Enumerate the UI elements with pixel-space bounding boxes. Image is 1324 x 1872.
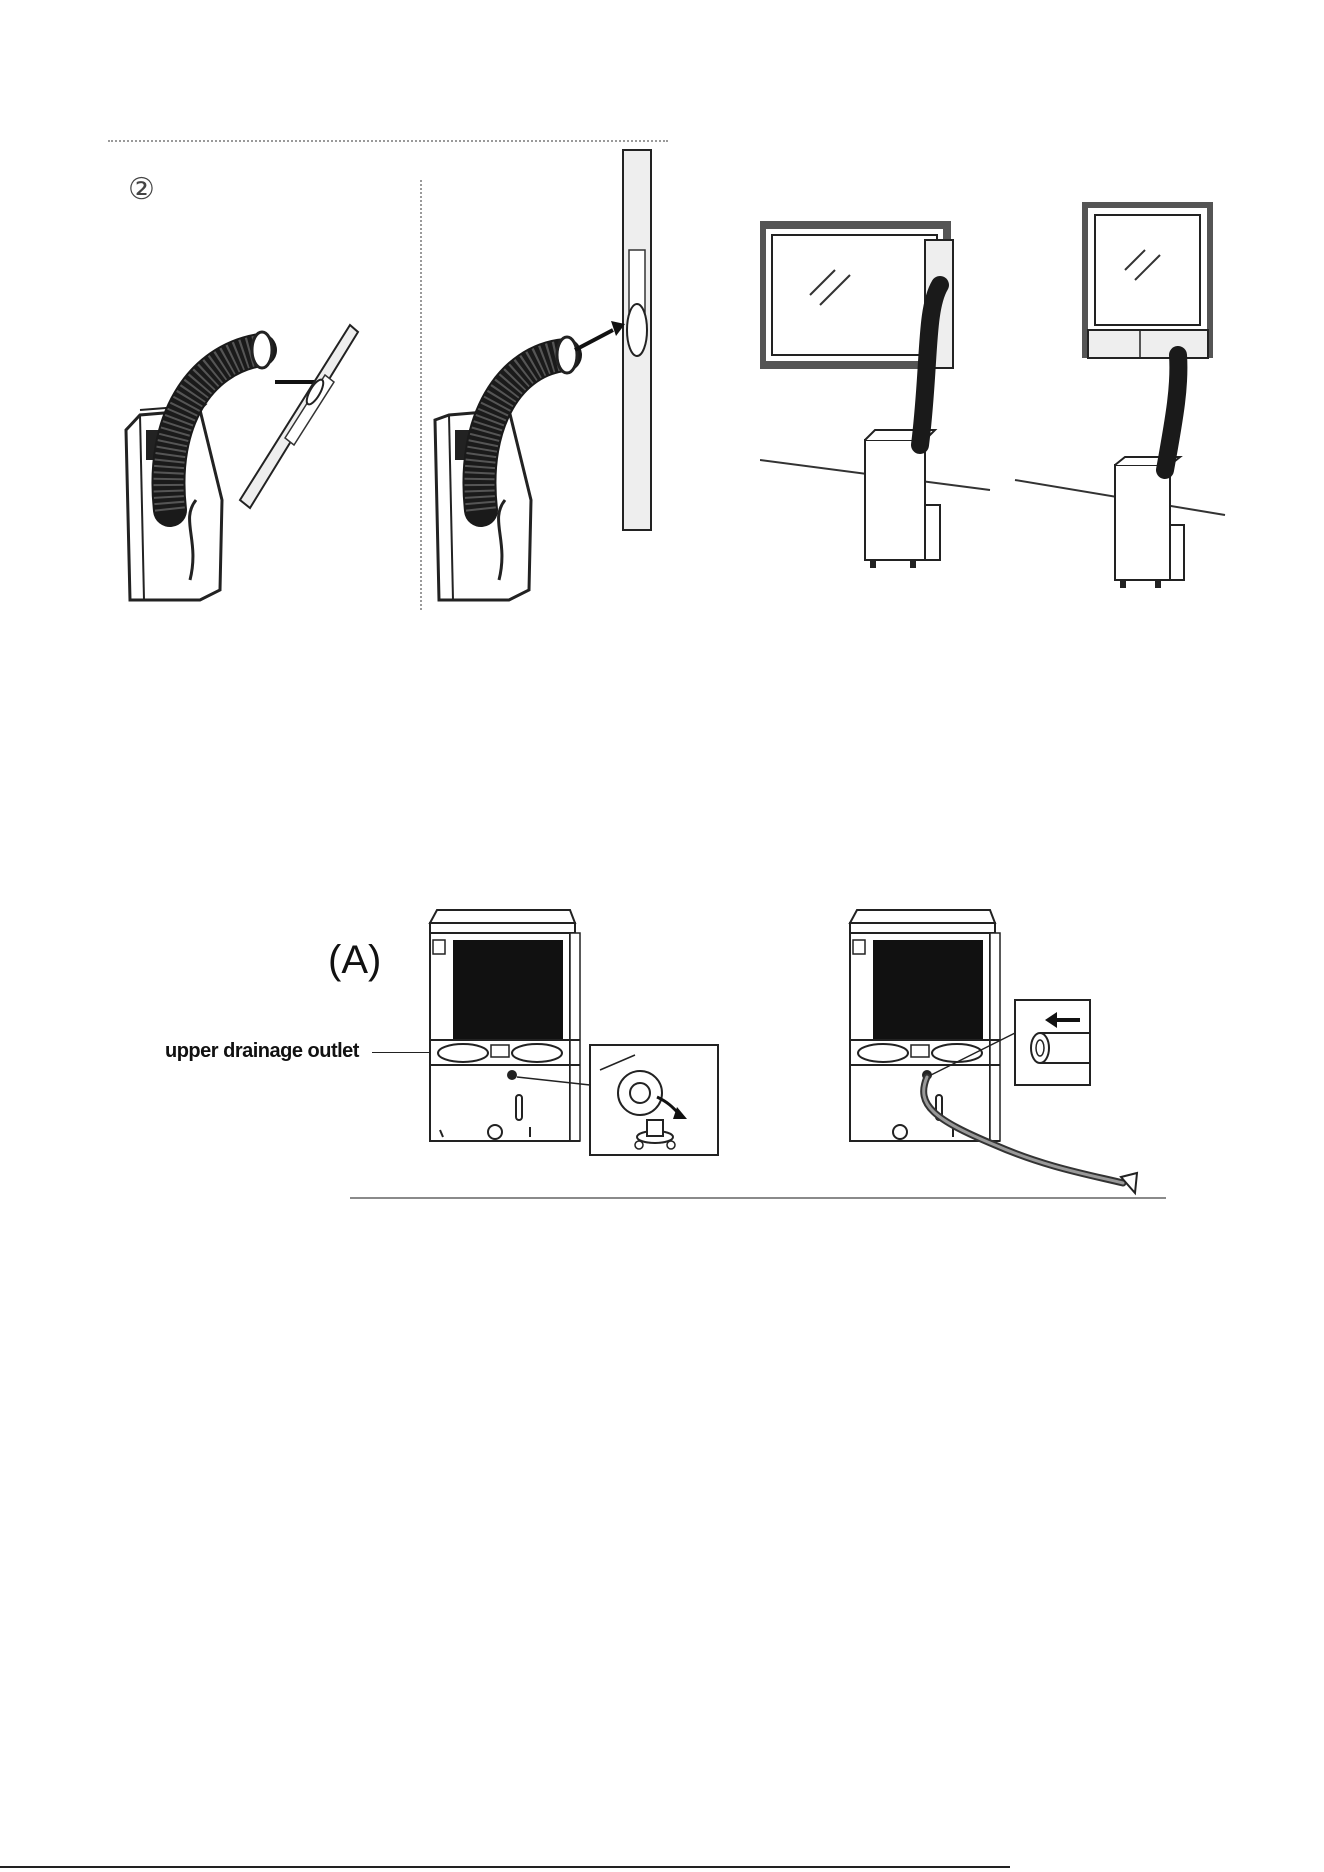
illustration-horizontal-window <box>760 215 1000 575</box>
figure-label-a: (A) <box>328 938 381 983</box>
illustration-hose-to-horizontal-panel <box>110 300 370 610</box>
step-marker: ② <box>128 172 155 207</box>
horizontal-rule-bottom <box>350 1197 1166 1199</box>
dotted-separator-vertical <box>420 180 422 610</box>
page-footer-rule <box>0 1866 1010 1868</box>
illustration-attach-drain-hose <box>845 905 1175 1205</box>
illustration-hose-to-vertical-panel <box>425 140 685 610</box>
illustration-vertical-window <box>1010 195 1240 595</box>
callout-upper-drainage-outlet: upper drainage outlet <box>165 1040 359 1063</box>
illustration-remove-drain-plug <box>425 905 725 1160</box>
